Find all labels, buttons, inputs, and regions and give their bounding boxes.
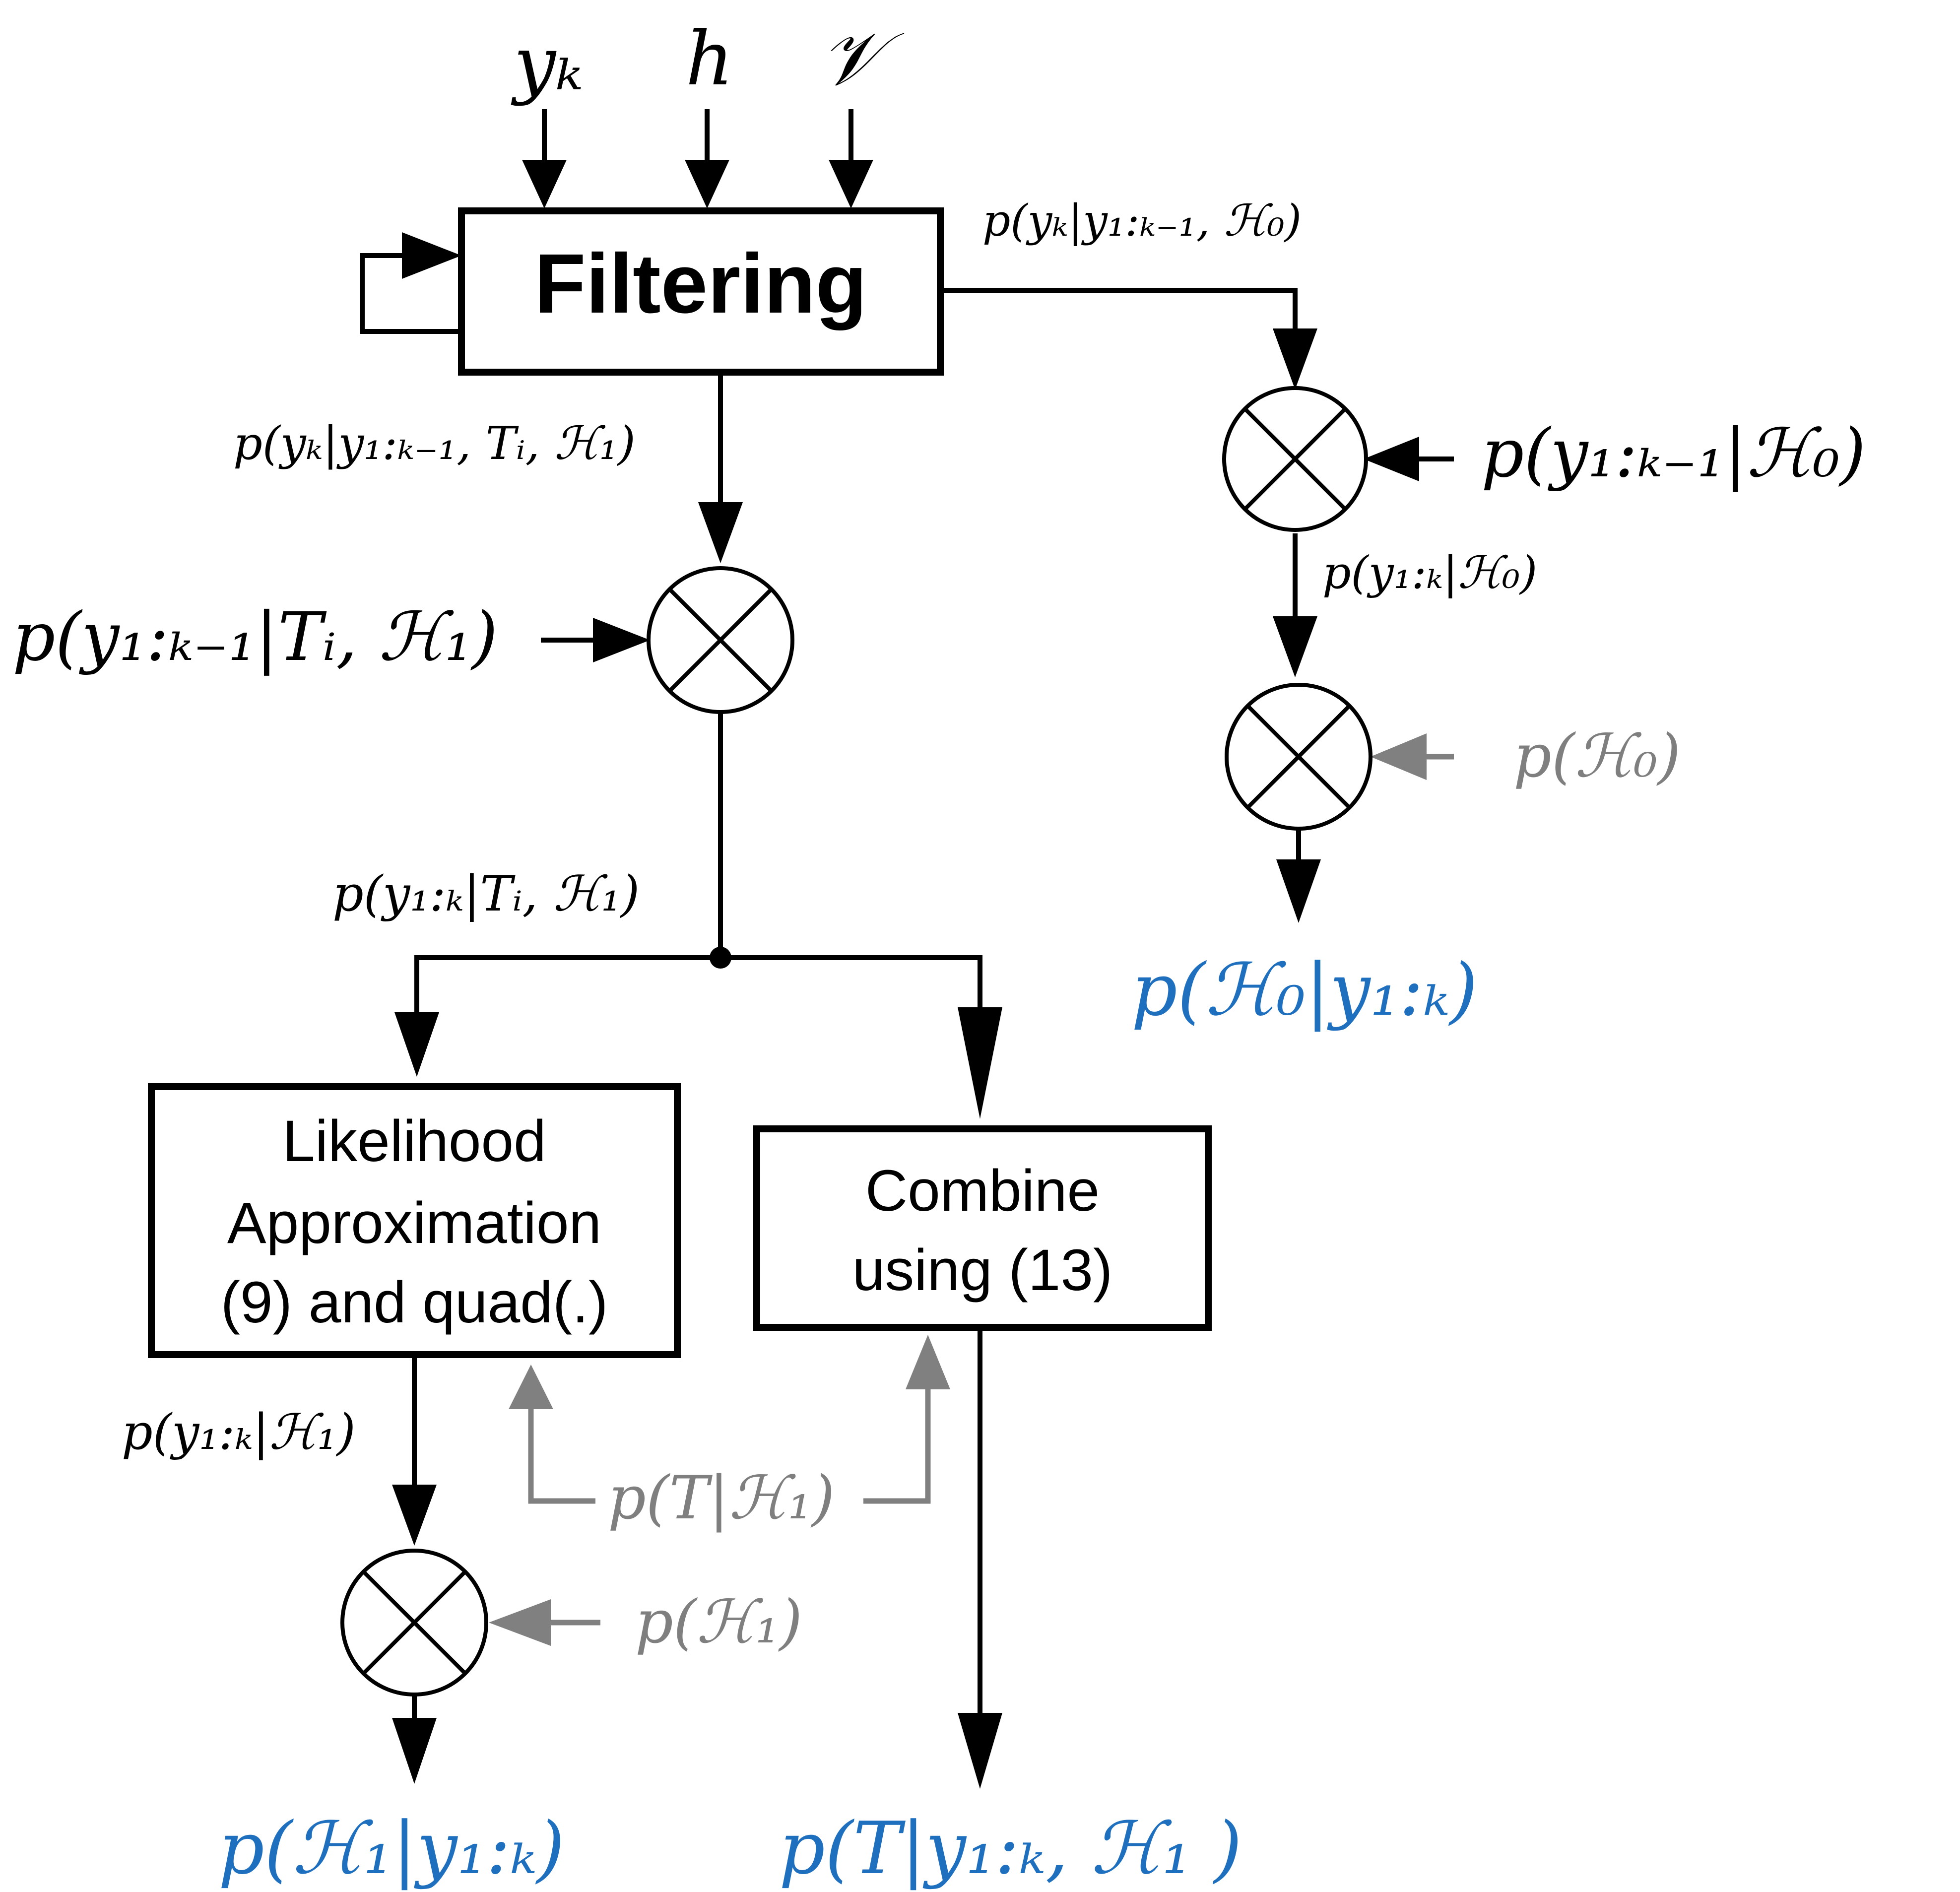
filtering-block bbox=[458, 207, 944, 376]
label-filter-out-h0: p(yₖ|y₁:ₖ₋₁, ℋ₀) bbox=[982, 195, 1302, 246]
label-prior-h1-input: p(y₁:ₖ₋₁|Tᵢ, ℋ₁) bbox=[12, 598, 498, 676]
feedback-loop bbox=[360, 232, 461, 334]
output-posterior-t: p(T|y₁:ₖ, ℋ₁ ) bbox=[779, 1807, 1242, 1891]
output-posterior-h1: p(ℋ₁|y₁:ₖ) bbox=[218, 1807, 565, 1891]
label-joint-h1-ti: p(y₁:ₖ|Tᵢ, ℋ₁) bbox=[332, 866, 640, 922]
label-likelihood-out: p(y₁:ₖ|ℋ₁) bbox=[122, 1404, 356, 1461]
label-prior-h0-input: p(y₁:ₖ₋₁|ℋ₀) bbox=[1481, 414, 1866, 492]
combine-line2: using (13) bbox=[852, 1238, 1113, 1303]
likelihood-line2: Approximation bbox=[227, 1190, 601, 1256]
prior-t-arrows bbox=[509, 1335, 950, 1504]
likelihood-line3: (9) and quad(.) bbox=[221, 1270, 608, 1335]
output-posterior-h0: p(ℋ₀|y₁:ₖ) bbox=[1131, 948, 1478, 1032]
label-prior-t: p(T|ℋ₁) bbox=[608, 1464, 835, 1533]
input-arrows bbox=[522, 109, 873, 208]
multiplier-h1-prior bbox=[340, 1549, 488, 1696]
h1-posterior-wires bbox=[392, 1327, 1002, 1789]
multiplier-h0-prior bbox=[1225, 683, 1372, 831]
multiplier-h1-evidence bbox=[647, 566, 794, 714]
label-prior-h1: p(ℋ₁) bbox=[635, 1588, 802, 1657]
label-filter-out-h1: p(yₖ|y₁:ₖ₋₁, Tᵢ, ℋ₁) bbox=[233, 417, 636, 470]
filtering-label: Filtering bbox=[534, 237, 867, 331]
h0-branch-wires bbox=[940, 288, 1454, 923]
input-h: h bbox=[686, 16, 734, 102]
label-prior-h0: p(ℋ₀) bbox=[1513, 722, 1681, 791]
label-joint-h0: p(y₁:ₖ|ℋ₀) bbox=[1322, 547, 1537, 599]
h1-branch-wires bbox=[394, 372, 1002, 1119]
input-yk: yₖ bbox=[511, 21, 583, 107]
multiplier-h0-evidence bbox=[1222, 386, 1368, 532]
input-v: 𝒱 bbox=[820, 16, 905, 102]
combine-line1: Combine bbox=[865, 1158, 1100, 1224]
likelihood-line1: Likelihood bbox=[282, 1109, 546, 1174]
